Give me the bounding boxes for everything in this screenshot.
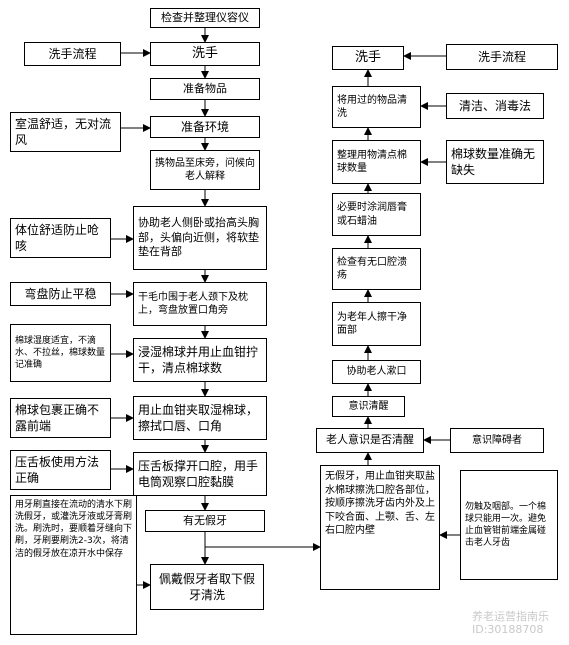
watermark-line1: 养老运营指南乐: [472, 610, 549, 623]
rnote-handwash-procedure: 洗手流程: [446, 44, 558, 70]
rstep-conscious: 意识清醒: [332, 396, 405, 417]
rnote-disinfect: 清洁、消毒法: [446, 93, 544, 119]
rstep-check-ulcer: 检查有无口腔溃疡: [332, 248, 421, 290]
note-room-temperature: 室温舒适，无对流风: [10, 112, 121, 152]
step-wash-hands: 洗手: [150, 42, 260, 66]
rstep-conscious-question: 老人意识是否清醒: [316, 428, 424, 453]
rnote-gag-reflex: 勿触及咽部。一个棉球只能用一次。避免止血管钳前端金属碰击老人牙齿: [460, 470, 558, 580]
step-soak-ball: 浸湿棉球并用止血钳拧干，清点棉球数: [133, 338, 267, 382]
step-wipe-lips: 用止血钳夹取湿棉球，擦拭口唇、口角: [133, 396, 267, 440]
note-tray: 弯盘防止平稳: [10, 282, 111, 306]
note-handwash-procedure: 洗手流程: [24, 42, 121, 66]
step-dentures-question: 有无假牙: [145, 510, 265, 532]
rstep-lip-balm: 必要时涂润唇膏或石蜡油: [332, 193, 421, 236]
note-depressor-use: 压舌板使用方法正确: [10, 450, 111, 490]
step-remove-dentures: 佩戴假牙者取下假牙清洗: [150, 564, 264, 610]
step-prepare-items: 准备物品: [150, 78, 260, 100]
step-prepare-environment: 准备环境: [150, 116, 260, 138]
rstep-clean-items: 将用过的物品清洗: [332, 86, 421, 128]
rnote-impaired: 意识障碍者: [450, 428, 544, 453]
step-towel: 干毛巾围于老人颈下及枕上，弯盘放置口角旁: [133, 282, 267, 326]
note-denture-brush: 用牙刷直接在流动的清水下刷洗假牙，或灌洗牙液或牙膏刷洗。刷洗时，要顺着牙缝向下刷…: [10, 495, 137, 635]
rnote-ball-count: 棉球数量准确无缺失: [446, 140, 544, 184]
note-ball-wrap: 棉球包裹正确不露前端: [10, 398, 111, 438]
watermark-line2: ID:30188708: [472, 623, 544, 637]
note-position: 体位舒适防止呛咳: [10, 218, 111, 258]
step-check-appearance: 检查并整理仪容仪: [150, 8, 260, 28]
rstep-dry-face: 为老年人擦干净面部: [332, 302, 421, 346]
step-tongue-depressor: 压舌板撑开口腔，用手电筒观察口腔黏膜: [133, 452, 267, 496]
rstep-tidy-count: 整理用物清点棉球数量: [332, 140, 421, 184]
step-assist-turn: 协助老人侧卧或抬高头胸部，头偏向近侧，将软垫垫在背部: [133, 206, 267, 270]
rstep-wash-hands: 洗手: [332, 46, 404, 70]
rstep-assist-rinse: 协助老人漱口: [332, 360, 421, 384]
step-carry-items: 携物品至床旁，问候向老人解释: [150, 150, 260, 190]
watermark: 养老运营指南乐 ID:30188708: [472, 610, 549, 636]
note-ball-humidity: 棉球湿度适宜，不滴水、不拉丝，棉球数量记准确: [10, 324, 111, 382]
rstep-no-dentures-clean: 无假牙，用止血钳夹取盐水棉球擦洗口腔各部位，按顺序擦洗牙齿内外及上下咬合面、上颚…: [320, 465, 440, 590]
